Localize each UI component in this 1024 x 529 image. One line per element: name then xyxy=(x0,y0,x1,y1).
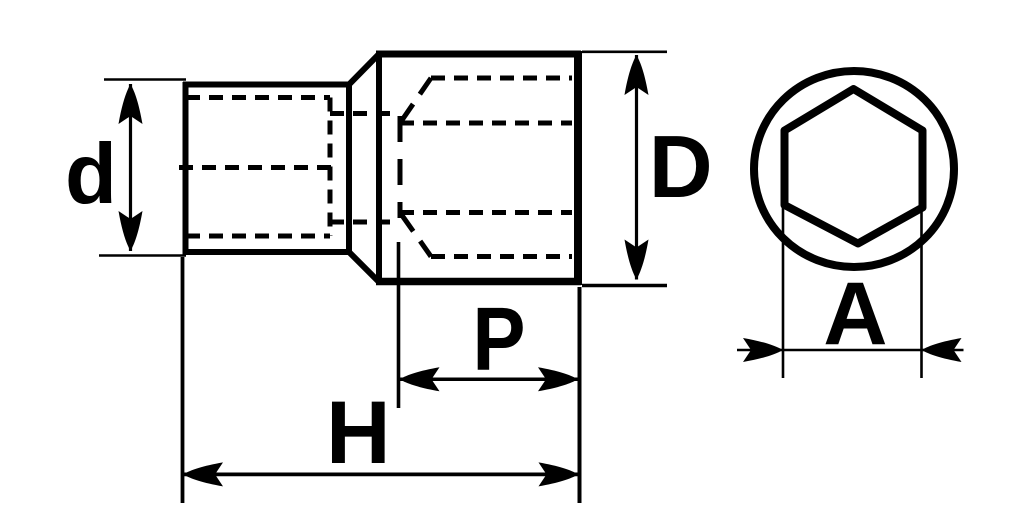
svg-text:A: A xyxy=(823,263,887,363)
svg-text:D: D xyxy=(649,117,713,216)
svg-text:H: H xyxy=(326,382,391,482)
svg-text:d: d xyxy=(65,127,117,222)
svg-text:P: P xyxy=(472,290,525,391)
